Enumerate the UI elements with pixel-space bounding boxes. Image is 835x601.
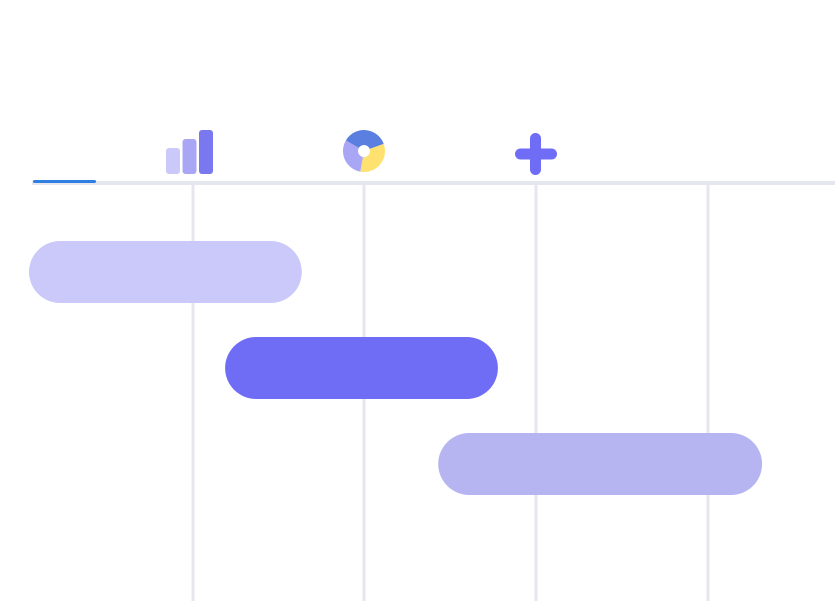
plus-icon[interactable] — [515, 133, 557, 175]
donut-chart-icon[interactable] — [342, 130, 385, 172]
task-bar[interactable] — [438, 433, 763, 495]
task-bar[interactable] — [225, 337, 498, 399]
bar-chart-icon[interactable] — [166, 130, 213, 174]
gridline — [191, 183, 195, 601]
active-tab-underline — [33, 180, 96, 183]
gridline — [706, 183, 710, 601]
gridline — [534, 183, 538, 601]
task-bars — [29, 241, 763, 495]
task-bar[interactable] — [29, 241, 302, 303]
toolbar-divider — [32, 181, 835, 185]
